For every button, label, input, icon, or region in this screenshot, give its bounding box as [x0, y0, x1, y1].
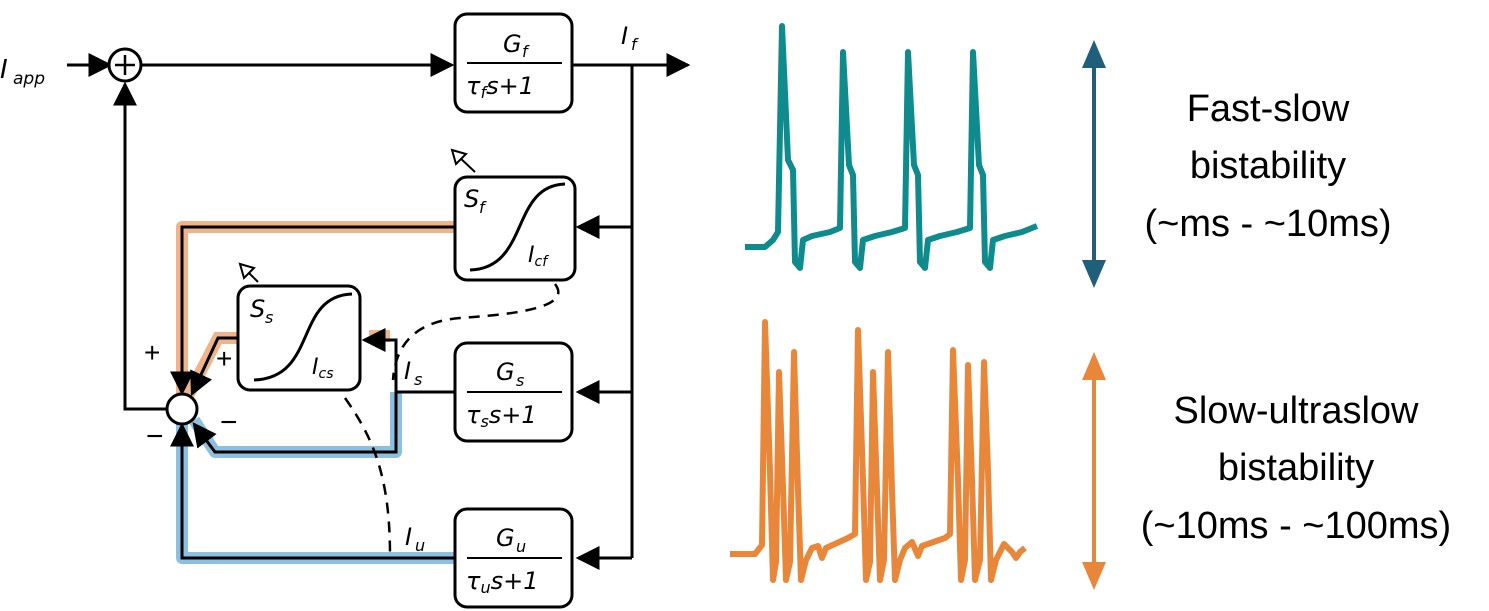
ultraslow-transfer-block: G u τus+1	[453, 507, 574, 609]
sf-label: S	[464, 185, 479, 213]
iu-negative-arrow	[170, 422, 455, 560]
fast-gain-sub: f	[522, 42, 530, 61]
ultraslow-denominator: τus+1	[466, 567, 538, 597]
i-app-subscript: app	[13, 69, 45, 89]
fast-gain: G	[503, 30, 522, 58]
slow-ultraslow-timescale: (~10ms - ~100ms)	[1141, 505, 1451, 547]
slow-denominator: τss+1	[466, 401, 537, 431]
input-signal-label: I app	[0, 55, 45, 89]
ss-label-sub: s	[265, 308, 273, 327]
fast-slow-title: Fast-slow	[1187, 88, 1350, 130]
ics-modulation-dashed	[343, 397, 392, 557]
slow-sigmoid-block: S s Ics	[236, 284, 362, 392]
icf-modulation-dashed	[391, 283, 560, 381]
fast-slow-double-arrow	[1082, 40, 1106, 288]
ultraslow-gain-sub: u	[516, 537, 526, 556]
slow-transfer-block: G s τss+1	[453, 341, 574, 443]
is-negative-arrow	[192, 392, 398, 454]
sf-positive-arrow	[170, 225, 455, 396]
ss-positive-arrow	[190, 336, 238, 397]
ss-tuning-arrow	[238, 262, 259, 283]
sf-label-sub: f	[479, 198, 487, 217]
summing-junction-feedback	[165, 392, 199, 426]
feedback-to-top-sum-arrow	[113, 81, 167, 411]
fast-denominator: τfs+1	[466, 72, 534, 102]
i-s-label: I s	[404, 357, 422, 389]
slow-ultraslow-subtitle: bistability	[1218, 447, 1374, 489]
slow-gain-sub: s	[516, 371, 524, 390]
minus-sign-ultraslow: −	[146, 420, 164, 453]
is-to-ss-arrow	[361, 328, 398, 392]
slow-gain: G	[496, 358, 515, 386]
slow-ultraslow-title: Slow-ultraslow	[1174, 390, 1420, 432]
fast-sigmoid-block: S f Icf	[453, 175, 577, 282]
i-app-label: I	[0, 55, 8, 85]
svg-text:f: f	[631, 35, 639, 54]
svg-text:u: u	[415, 536, 425, 555]
fast-transfer-block: G f τfs+1	[453, 12, 574, 114]
svg-text:s: s	[414, 370, 422, 389]
i-f-label: I f	[621, 22, 639, 54]
svg-text:I: I	[404, 357, 411, 385]
slow-ultraslow-trace	[730, 319, 1027, 583]
ss-label: S	[250, 295, 265, 323]
slow-ultraslow-double-arrow	[1082, 352, 1106, 590]
svg-text:I: I	[621, 22, 628, 50]
plus-sign-slow: +	[216, 343, 232, 374]
i-u-label: I u	[405, 523, 425, 555]
fast-slow-trace	[745, 23, 1039, 271]
fast-slow-subtitle: bistability	[1190, 145, 1346, 187]
minus-sign-slow: −	[220, 406, 238, 439]
plus-sign-fast: +	[144, 337, 160, 368]
fast-slow-timescale: (~ms - ~10ms)	[1144, 203, 1391, 245]
sf-tuning-arrow	[450, 148, 476, 173]
summing-junction-top	[107, 47, 143, 83]
ultraslow-gain: G	[496, 524, 515, 552]
svg-text:I: I	[405, 523, 412, 551]
